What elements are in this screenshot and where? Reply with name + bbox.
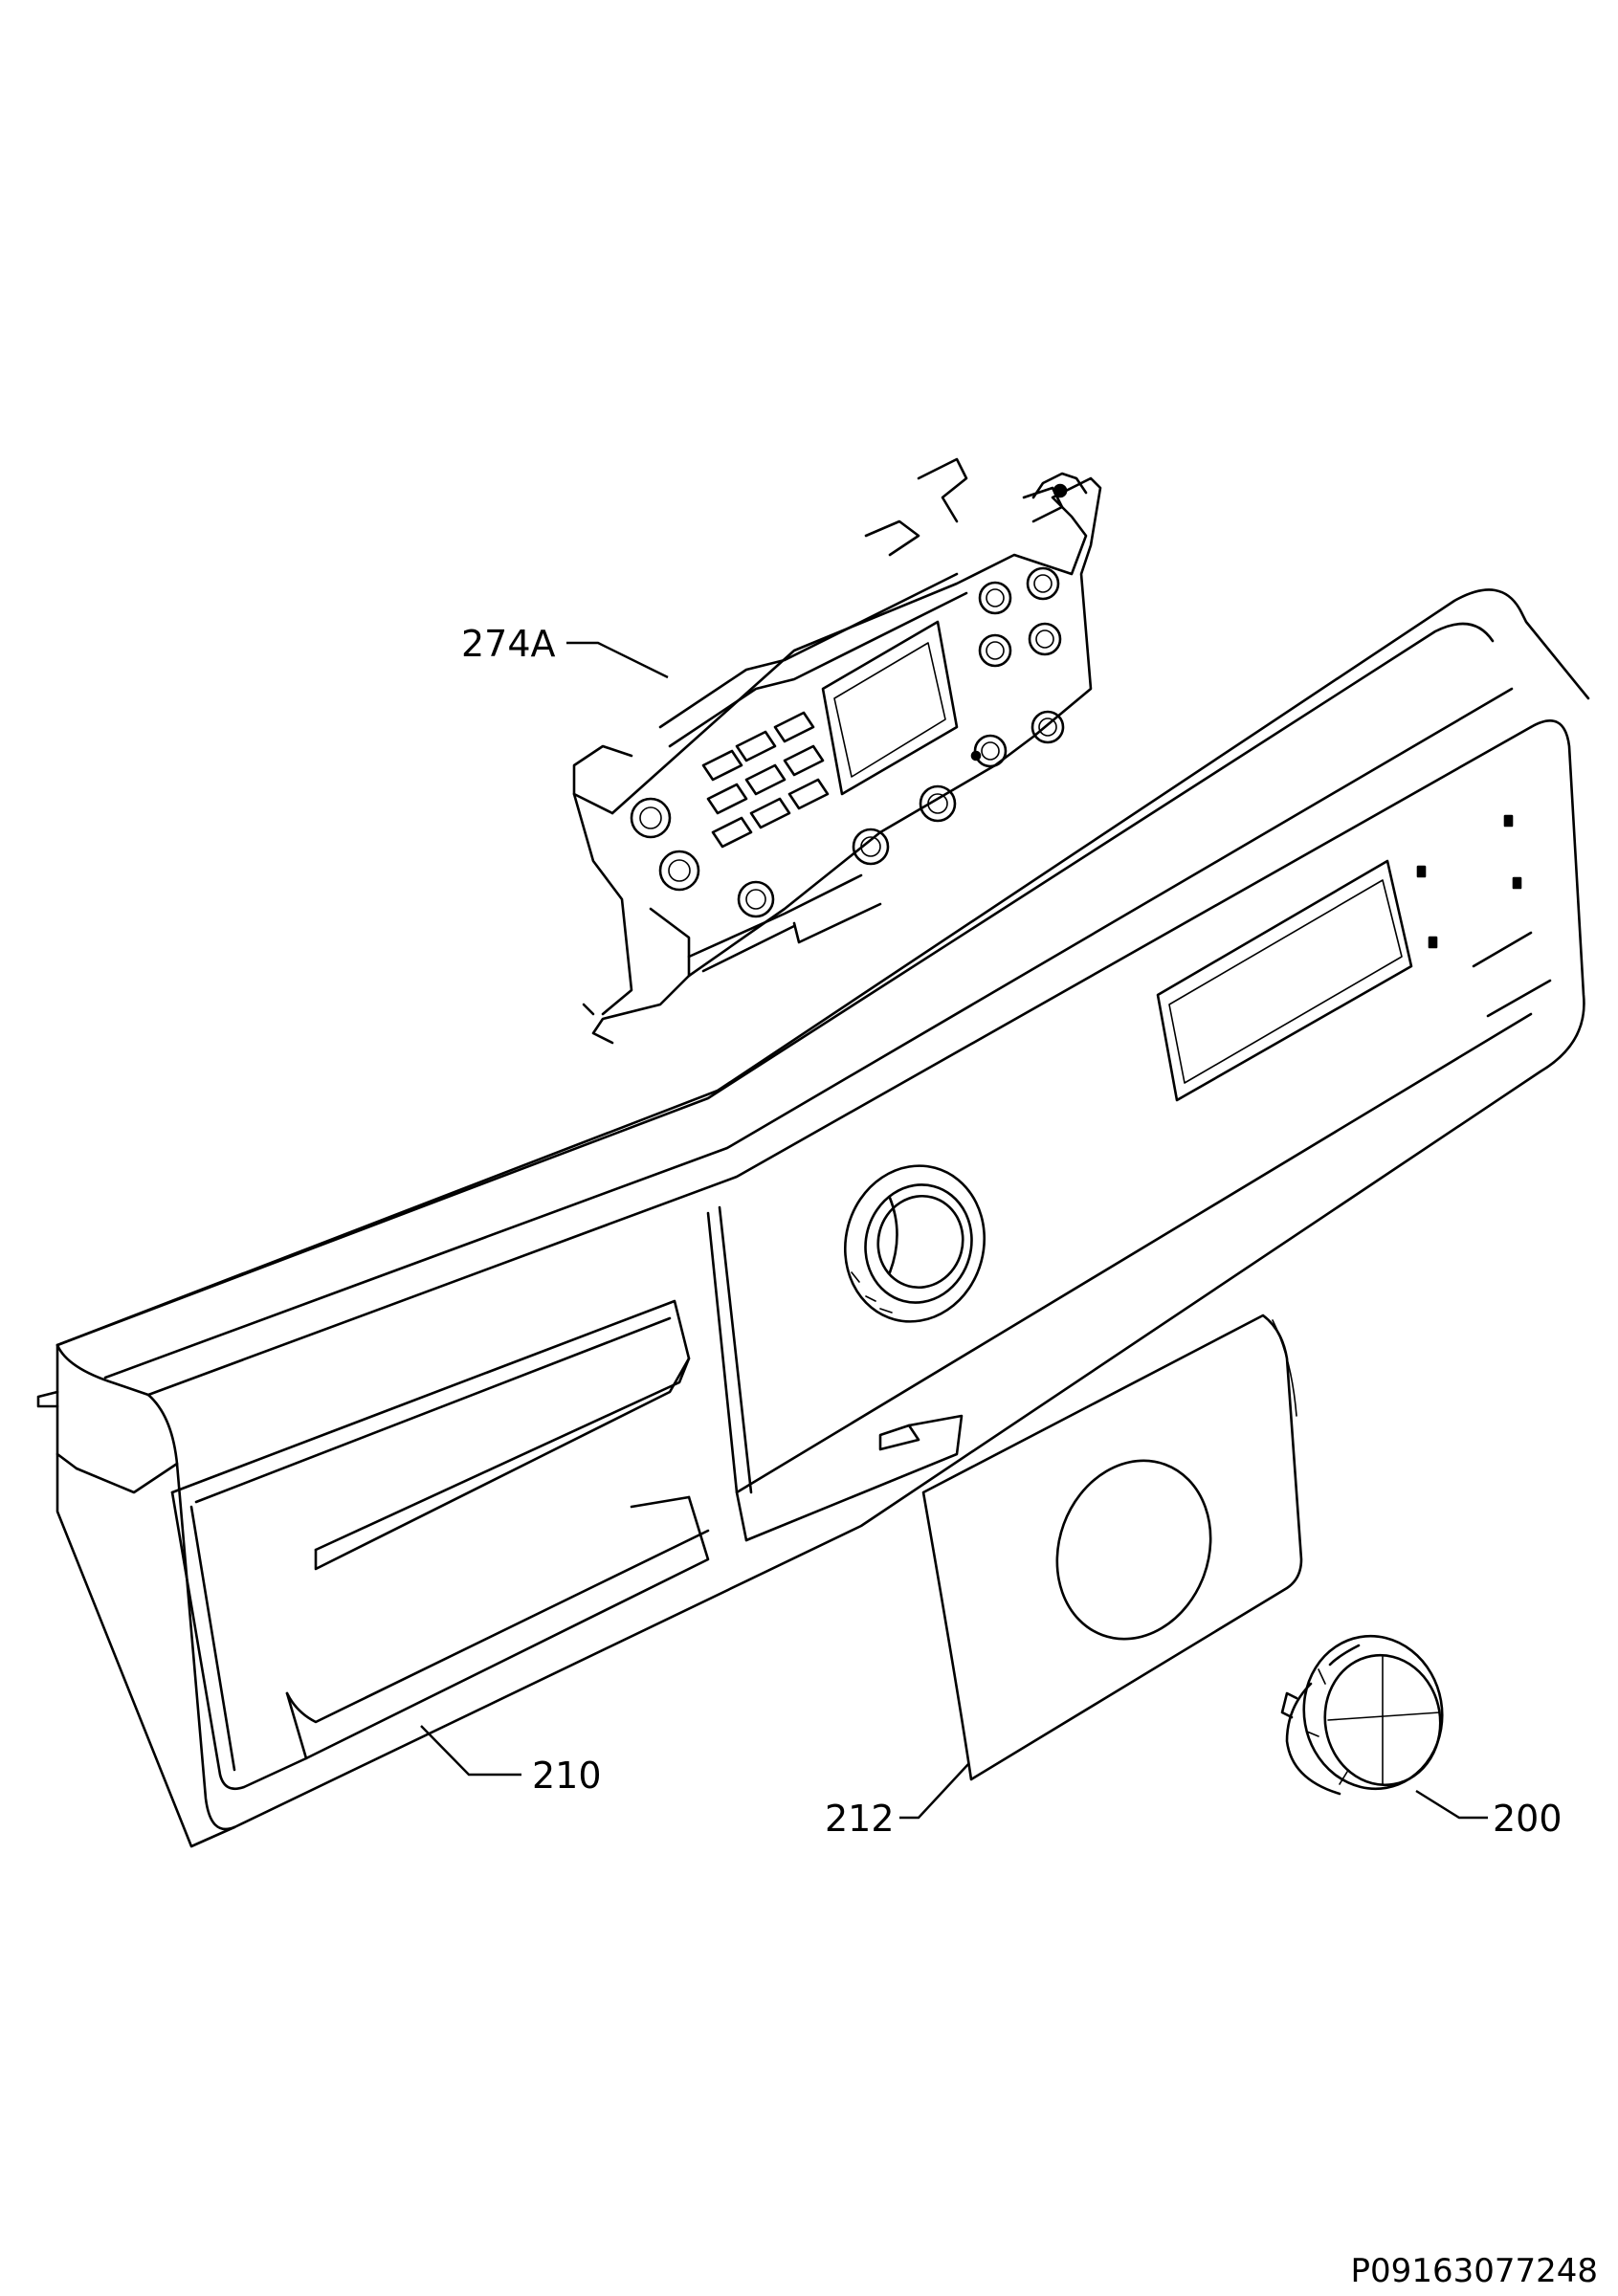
leader-274a [566,641,669,679]
leader-212 [899,1763,969,1820]
document-id: P09163077248 [1351,2252,1598,2290]
leader-210 [420,1725,521,1777]
callout-210: 210 [532,1755,602,1797]
callout-274a: 274A [461,623,556,665]
decor-foil-212 [921,1314,1303,1781]
knob-200 [1280,1634,1444,1796]
leader-lines [420,641,1488,1820]
callout-212: 212 [825,1798,895,1840]
control-panel-210 [36,588,1590,1848]
leader-200 [1415,1789,1488,1820]
board-holder-274a [572,457,1102,1045]
callout-200: 200 [1493,1798,1563,1840]
